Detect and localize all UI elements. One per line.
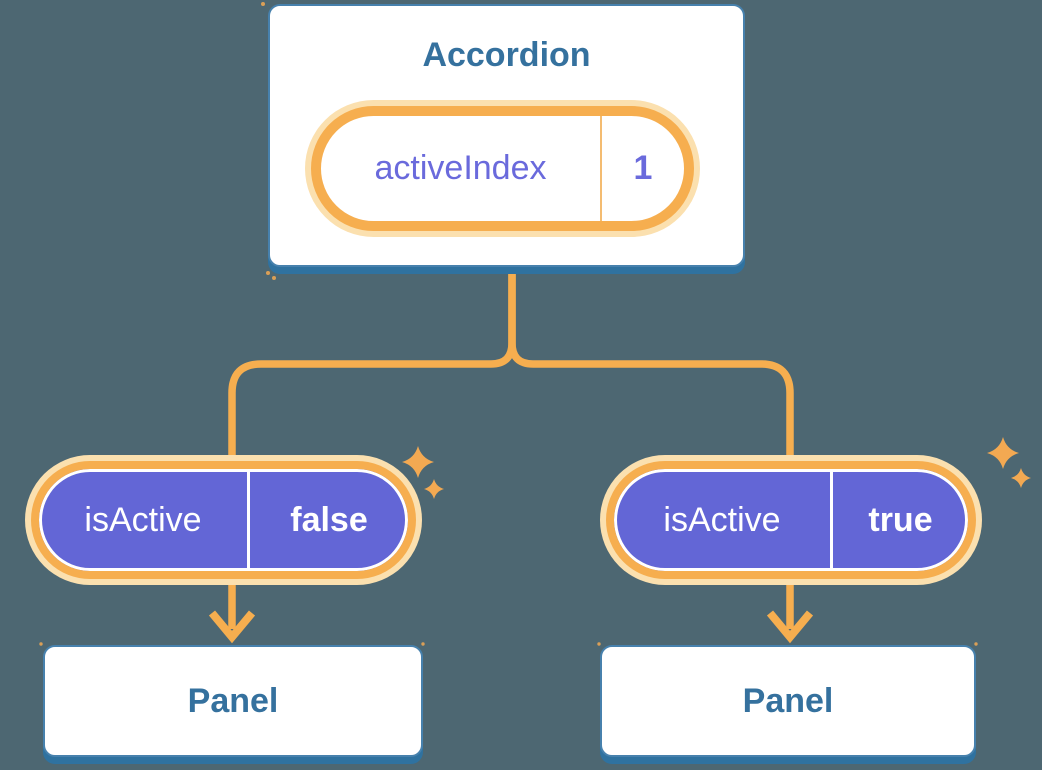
arrow-left-head-icon — [208, 610, 256, 644]
prop-value: true — [868, 500, 933, 539]
prop-pill-is-active-false: isActive false — [31, 461, 416, 579]
prop-value: false — [290, 500, 368, 539]
sparkle-icon — [402, 446, 434, 478]
confetti-dot — [261, 2, 265, 6]
confetti-dot — [39, 642, 43, 646]
panel-title: Panel — [187, 681, 279, 720]
panel-title: Panel — [742, 681, 834, 720]
prop-name-label: isActive — [84, 500, 202, 539]
sparkle-icon — [424, 479, 444, 499]
state-pill-active-index: activeIndex 1 — [311, 106, 694, 231]
sparkle-icon — [987, 437, 1019, 469]
arrow-right-head-icon — [766, 610, 814, 644]
panel-card-left: Panel — [43, 645, 423, 757]
component-title: Accordion — [422, 36, 591, 74]
state-value: 1 — [633, 149, 653, 187]
branch-left-line — [228, 258, 516, 472]
prop-pill-is-active-true: isActive true — [606, 461, 976, 579]
pill-divider — [830, 469, 833, 571]
state-name-label: activeIndex — [374, 149, 547, 187]
sparkle-icon — [1011, 468, 1031, 488]
confetti-dot — [974, 642, 978, 646]
pill-divider — [247, 469, 250, 571]
branch-right-line — [508, 258, 794, 472]
confetti-dot — [272, 276, 276, 280]
confetti-dot — [597, 642, 601, 646]
prop-name-label: isActive — [663, 500, 781, 539]
panel-card-right: Panel — [600, 645, 976, 757]
confetti-dot — [266, 271, 270, 275]
pill-divider — [600, 116, 602, 221]
confetti-dot — [421, 642, 425, 646]
